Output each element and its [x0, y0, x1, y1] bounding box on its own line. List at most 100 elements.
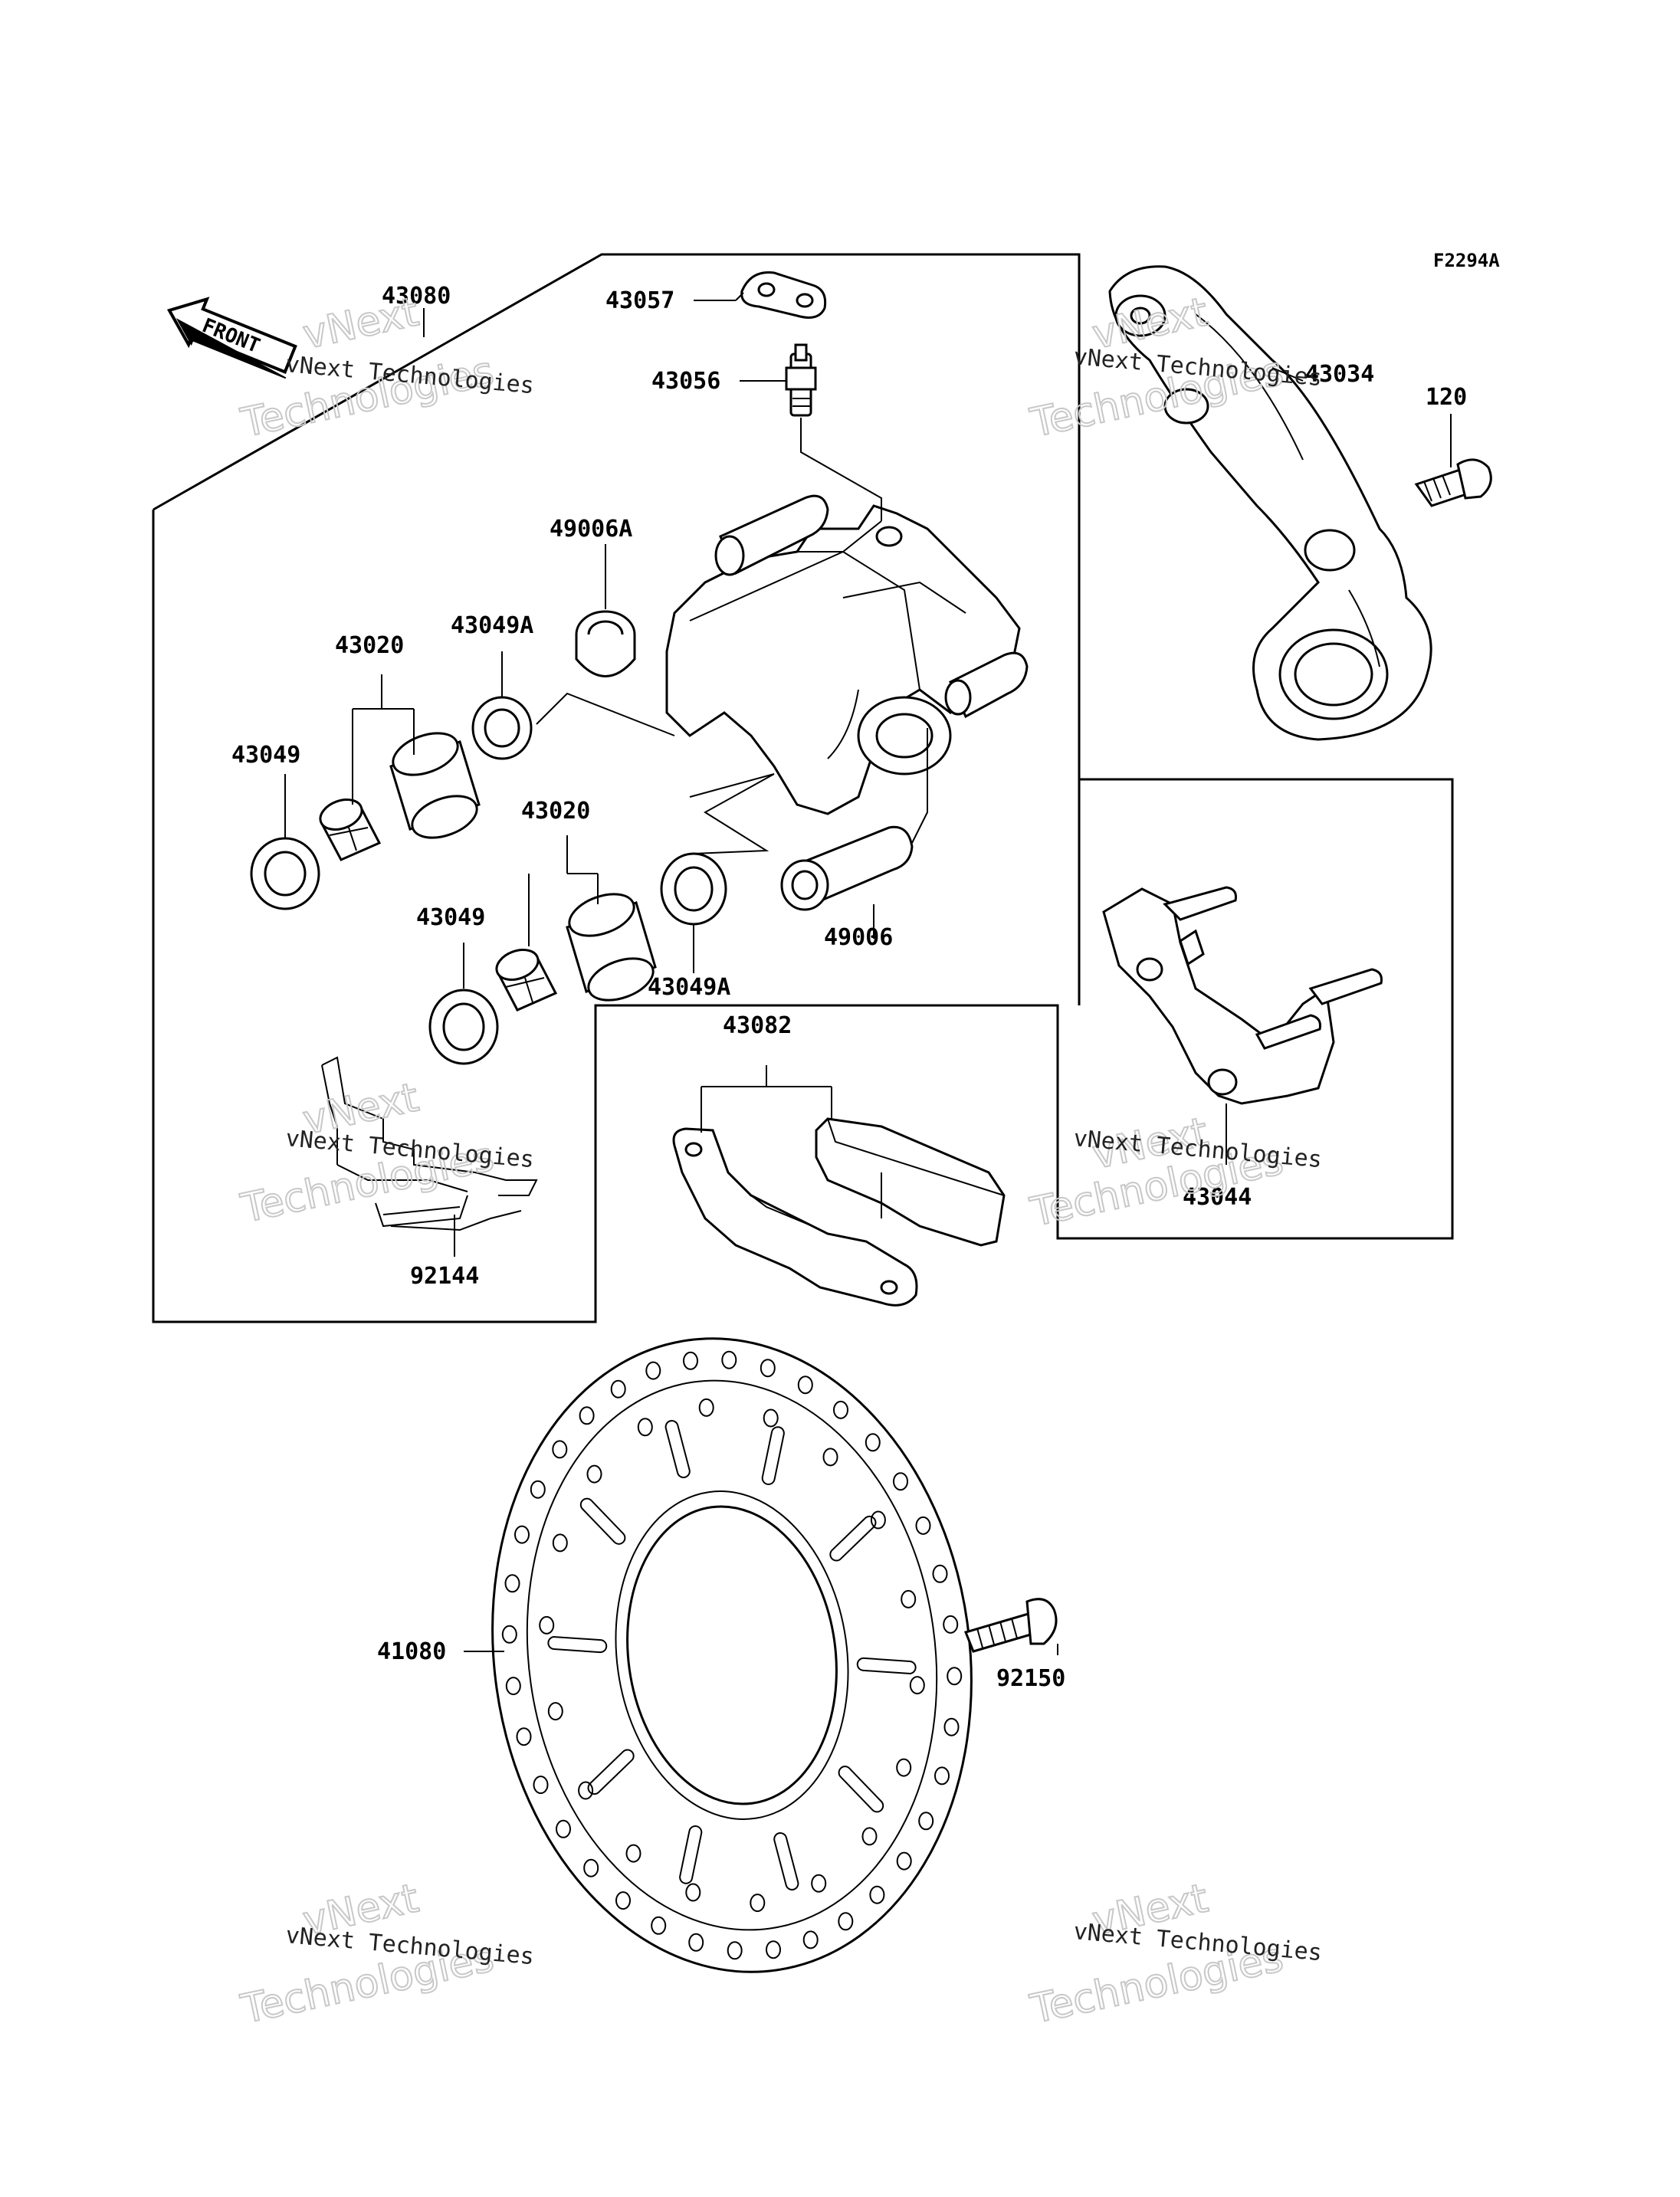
caliper-assembly-boundary	[152, 253, 1454, 1323]
disc-hole	[934, 1766, 950, 1785]
disc-hole	[530, 1480, 546, 1499]
disc-hole	[797, 1376, 813, 1395]
label-43044: 43044	[1183, 1184, 1252, 1211]
bolt-120	[1414, 458, 1492, 507]
bleeder-valve-43056	[785, 343, 817, 417]
label-43056: 43056	[651, 368, 720, 395]
disc-hole	[685, 1883, 701, 1902]
disc-hole	[552, 1533, 568, 1553]
pad-spring-92144	[321, 1056, 538, 1231]
disc-hole	[915, 1516, 931, 1535]
label-49006: 49006	[824, 924, 893, 951]
disc-hole	[763, 1408, 779, 1428]
label-120: 120	[1426, 384, 1467, 411]
disc-hole	[645, 1361, 661, 1380]
disc-slot	[761, 1426, 785, 1485]
torque-link-arm	[1108, 265, 1432, 741]
disc-hole	[901, 1589, 917, 1608]
disc-hole	[760, 1359, 776, 1378]
seal-43049A-upper	[471, 696, 533, 760]
seal-43049A-lower	[660, 852, 727, 926]
caliper-bracket-43044	[1102, 886, 1383, 1105]
disc-hole	[943, 1717, 960, 1736]
label-92150: 92150	[996, 1665, 1065, 1692]
piston-43020-upper	[319, 732, 481, 861]
disc-hole	[811, 1874, 827, 1893]
watermark-4: vNext Technologies vNext Technologies	[1025, 1108, 1323, 1236]
disc-hole	[802, 1930, 819, 1949]
label-49006A-upper: 49006A	[550, 516, 632, 543]
disc-hole	[514, 1525, 530, 1544]
disc-slot	[547, 1636, 608, 1654]
front-arrow-icon: FRONT	[166, 297, 297, 379]
disc-hole	[865, 1433, 881, 1452]
boot-49006A	[575, 610, 636, 677]
disc-hole	[822, 1448, 838, 1467]
seal-43049-upper	[250, 837, 320, 910]
label-41080: 41080	[377, 1638, 446, 1665]
leader-lines	[284, 292, 1452, 1655]
disc-hole	[586, 1464, 602, 1484]
disc-hole	[896, 1851, 912, 1871]
label-43034: 43034	[1305, 361, 1374, 388]
disc-slot	[856, 1657, 917, 1674]
disc-hole	[552, 1440, 568, 1459]
caliper-body	[665, 494, 1029, 815]
disc-hole	[578, 1781, 594, 1800]
label-43049A-upper: 43049A	[451, 612, 533, 639]
disc-slot	[838, 1766, 884, 1813]
disc-hole	[766, 1940, 781, 1959]
disc-hole	[516, 1727, 532, 1746]
seal-43049-lower	[428, 989, 499, 1065]
disc-slot	[579, 1497, 626, 1545]
disc-hole	[943, 1615, 959, 1634]
disc-hole	[683, 1351, 698, 1370]
disc-slot	[664, 1419, 691, 1479]
label-43080: 43080	[382, 283, 451, 310]
disc-hole	[539, 1615, 555, 1635]
disc-hole	[610, 1379, 626, 1399]
label-43057: 43057	[605, 287, 674, 314]
piston-43020-lower	[495, 893, 657, 1012]
disc-hole	[833, 1400, 848, 1419]
disc-hole	[547, 1702, 563, 1721]
disc-hole	[501, 1625, 517, 1644]
disc-hole	[721, 1350, 737, 1369]
disc-hole	[505, 1677, 521, 1696]
disc-hole	[533, 1776, 549, 1795]
disc-hole	[579, 1406, 595, 1425]
disc-hole	[918, 1812, 934, 1831]
disc-slot	[829, 1515, 877, 1562]
disc-hole	[556, 1819, 571, 1838]
disc-hole	[583, 1858, 599, 1877]
disc-hole	[698, 1398, 714, 1417]
disc-hole	[750, 1894, 766, 1913]
disc-hole	[615, 1891, 631, 1910]
label-43049A-lower: 43049A	[648, 974, 730, 1001]
brake-pads-43082	[672, 1117, 1006, 1307]
label-43020-lower: 43020	[521, 798, 590, 825]
disc-hole	[637, 1418, 653, 1437]
label-43082: 43082	[723, 1012, 792, 1039]
boot-49006	[780, 825, 914, 911]
figure-code: F2294A	[1433, 250, 1500, 271]
watermark-3: vNext Technologies vNext Technologies	[236, 1074, 535, 1232]
disc-hole	[896, 1758, 912, 1777]
brake-disc-41080	[491, 1337, 973, 1973]
disc-slot	[587, 1749, 635, 1795]
disc-hole	[838, 1912, 854, 1931]
disc-slot	[679, 1825, 703, 1884]
disc-hole	[909, 1676, 925, 1695]
disc-hole	[727, 1941, 743, 1960]
disc-hole	[651, 1916, 667, 1935]
watermark-6: vNext Technologies vNext Technologies	[1025, 1874, 1323, 2033]
disc-hole	[504, 1574, 520, 1593]
disc-vent-holes	[501, 1350, 963, 1960]
disc-hole	[870, 1510, 886, 1530]
disc-slot	[773, 1831, 799, 1891]
disc-hole	[947, 1667, 963, 1686]
label-43049-lower: 43049	[416, 904, 485, 931]
disc-hole	[625, 1844, 641, 1863]
